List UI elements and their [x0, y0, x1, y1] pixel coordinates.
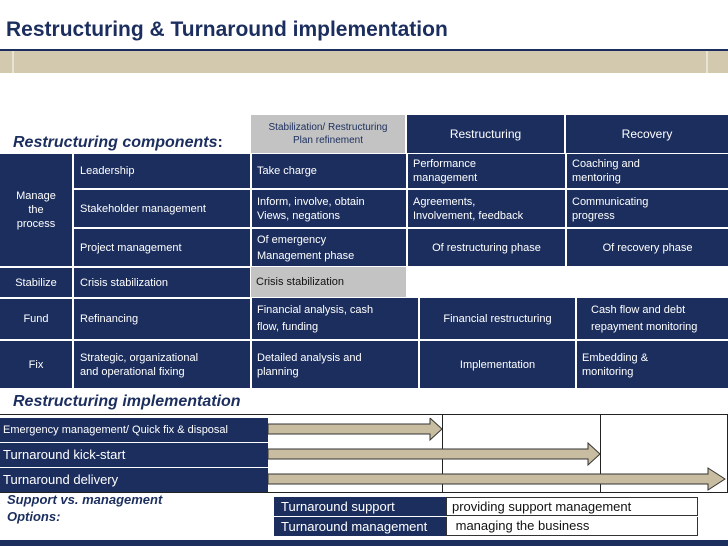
project-recovery: Of recovery phase [566, 229, 728, 266]
group-manage-process: Manage the process [0, 154, 73, 266]
option-management-name: Turnaround management [274, 517, 446, 536]
title-band [0, 51, 728, 73]
footer-bar [0, 540, 728, 546]
phase-header-restructuring: Restructuring [407, 115, 565, 153]
arrow-kickstart [268, 441, 601, 467]
project-restructuring: Of restructuring phase [407, 229, 565, 266]
fund-stabilization: Financial analysis, cash flow, funding [251, 298, 418, 339]
component-leadership: Leadership [74, 154, 250, 189]
stabilize-stabilization: Crisis stabilization [251, 267, 406, 297]
fund-restructuring: Financial restructuring [419, 298, 575, 339]
option-management-description: managing the business [446, 517, 698, 536]
components-heading: Restructuring components: [13, 134, 223, 152]
phase-header-recovery: Recovery [566, 115, 728, 153]
support-options-label: Support vs. management Options: [7, 492, 163, 524]
project-stabilization: Of emergency Management phase [251, 229, 406, 266]
component-refinancing: Refinancing [74, 298, 250, 339]
components-heading-text: Restructuring components [13, 134, 218, 151]
leadership-stabilization: Take charge [251, 154, 406, 189]
component-crisis-stabilization: Crisis stabilization [74, 267, 250, 297]
arrow-emergency [268, 418, 443, 442]
timeline-top-border [0, 414, 728, 415]
phase-header-stabilization: Stabilization/ Restructuring Plan refine… [251, 115, 406, 153]
leadership-recovery: Coaching and mentoring [566, 154, 728, 189]
fix-stabilization: Detailed analysis and planning [251, 340, 418, 388]
fix-recovery: Embedding & monitoring [576, 340, 728, 388]
timeline-arrows [268, 418, 726, 491]
option-support-description: providing support management [446, 497, 698, 516]
component-strategic-fixing: Strategic, organizational and operationa… [74, 340, 250, 388]
title-underline [0, 49, 728, 51]
fund-recovery: Cash flow and debt repayment monitoring [576, 298, 728, 339]
leadership-restructuring: Performance management [407, 154, 565, 189]
component-project: Project management [74, 229, 250, 266]
stakeholder-restructuring: Agreements, Involvement, feedback [407, 190, 565, 228]
components-heading-colon: : [217, 134, 223, 151]
band-tick [706, 51, 708, 73]
impl-row-delivery: Turnaround delivery [0, 468, 268, 492]
group-fund: Fund [0, 298, 73, 339]
group-stabilize: Stabilize [0, 267, 73, 297]
fix-restructuring: Implementation [419, 340, 575, 388]
option-support-name: Turnaround support [274, 497, 446, 516]
group-fix: Fix [0, 340, 73, 388]
stakeholder-recovery: Communicating progress [566, 190, 728, 228]
timeline-divider [600, 414, 601, 492]
impl-row-kickstart: Turnaround kick-start [0, 443, 268, 467]
arrow-delivery [268, 467, 726, 491]
stakeholder-stabilization: Inform, involve, obtain Views, negations [251, 190, 406, 228]
page-title: Restructuring & Turnaround implementatio… [6, 18, 448, 41]
implementation-heading: Restructuring implementation [13, 393, 241, 410]
component-stakeholder: Stakeholder management [74, 190, 250, 228]
timeline-bottom-border [0, 492, 728, 493]
band-tick [12, 51, 14, 73]
impl-row-emergency: Emergency management/ Quick fix & dispos… [0, 418, 268, 442]
